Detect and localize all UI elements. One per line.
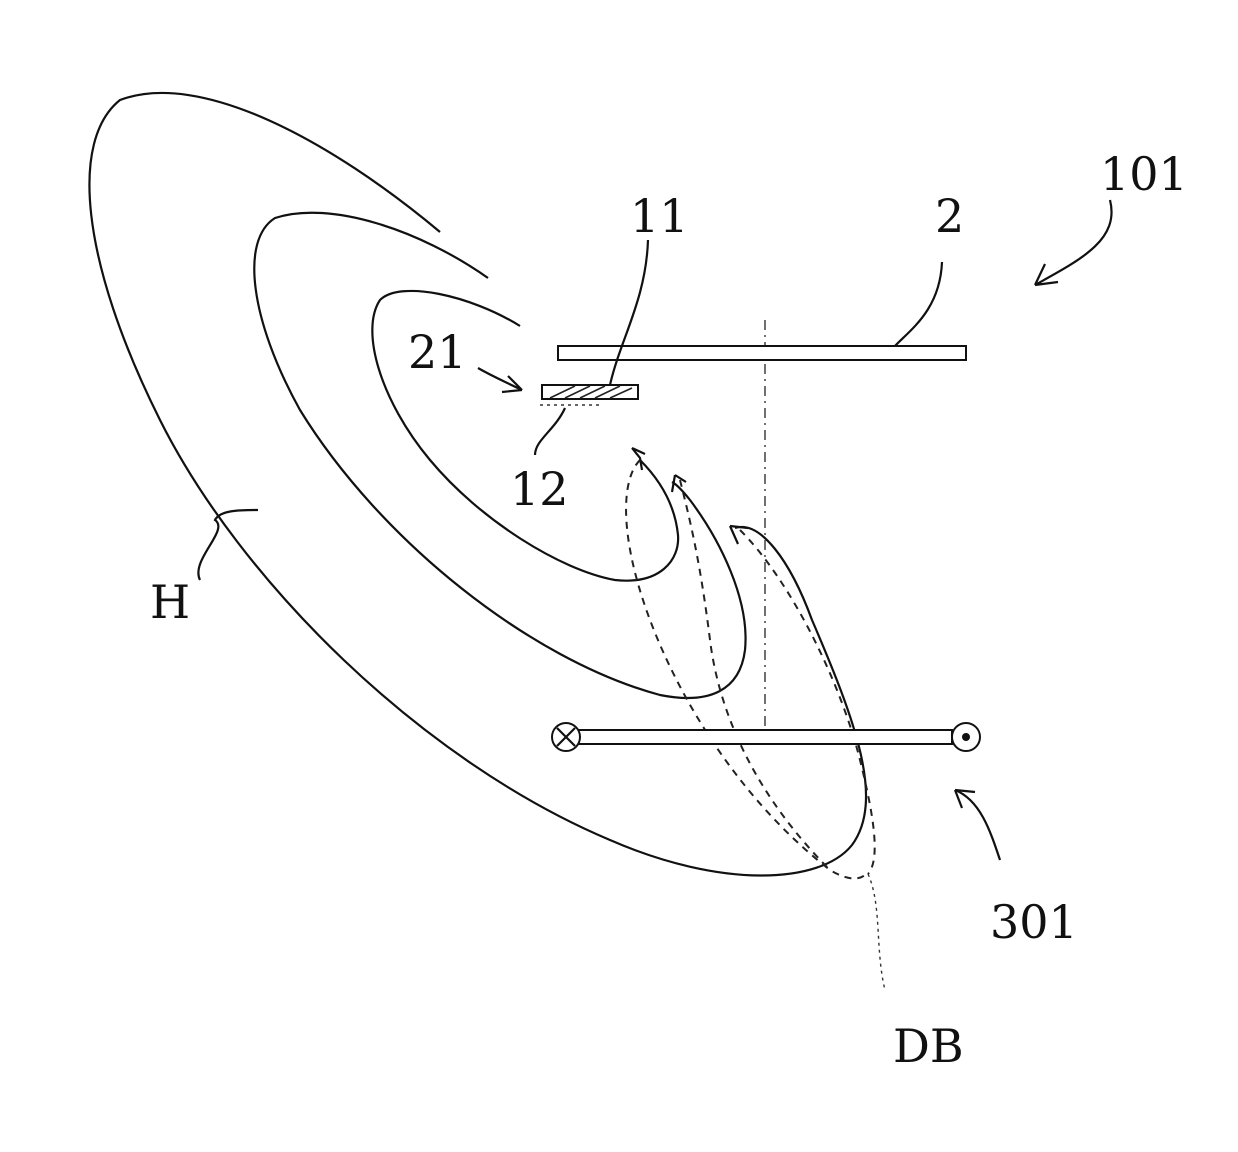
label-12: 12 [510, 462, 569, 516]
field-line-db-2 [680, 480, 830, 870]
label-101: 101 [1100, 147, 1188, 201]
field-arrowhead-inner [632, 448, 645, 470]
leader-h [198, 510, 258, 580]
label-db: DB [893, 1019, 964, 1073]
dot-mark-icon [962, 733, 970, 741]
label-301: 301 [990, 895, 1078, 949]
label-2: 2 [935, 189, 964, 243]
label-h: H [150, 575, 190, 629]
leader-12 [535, 408, 565, 455]
field-line-db-3 [740, 530, 875, 874]
field-arrowhead-middle [672, 475, 686, 492]
leader-2 [895, 262, 942, 346]
leader-11 [610, 240, 648, 385]
leader-101 [1035, 200, 1112, 285]
label-11: 11 [630, 189, 689, 243]
conductor-301 [572, 730, 952, 744]
field-line-h-outer [89, 93, 866, 876]
label-21: 21 [408, 325, 467, 379]
leader-21 [478, 368, 522, 392]
field-arrowhead-outer [730, 526, 748, 544]
leader-301 [955, 790, 1000, 860]
db-leader-line [868, 874, 885, 990]
field-line-h-middle [254, 213, 745, 698]
